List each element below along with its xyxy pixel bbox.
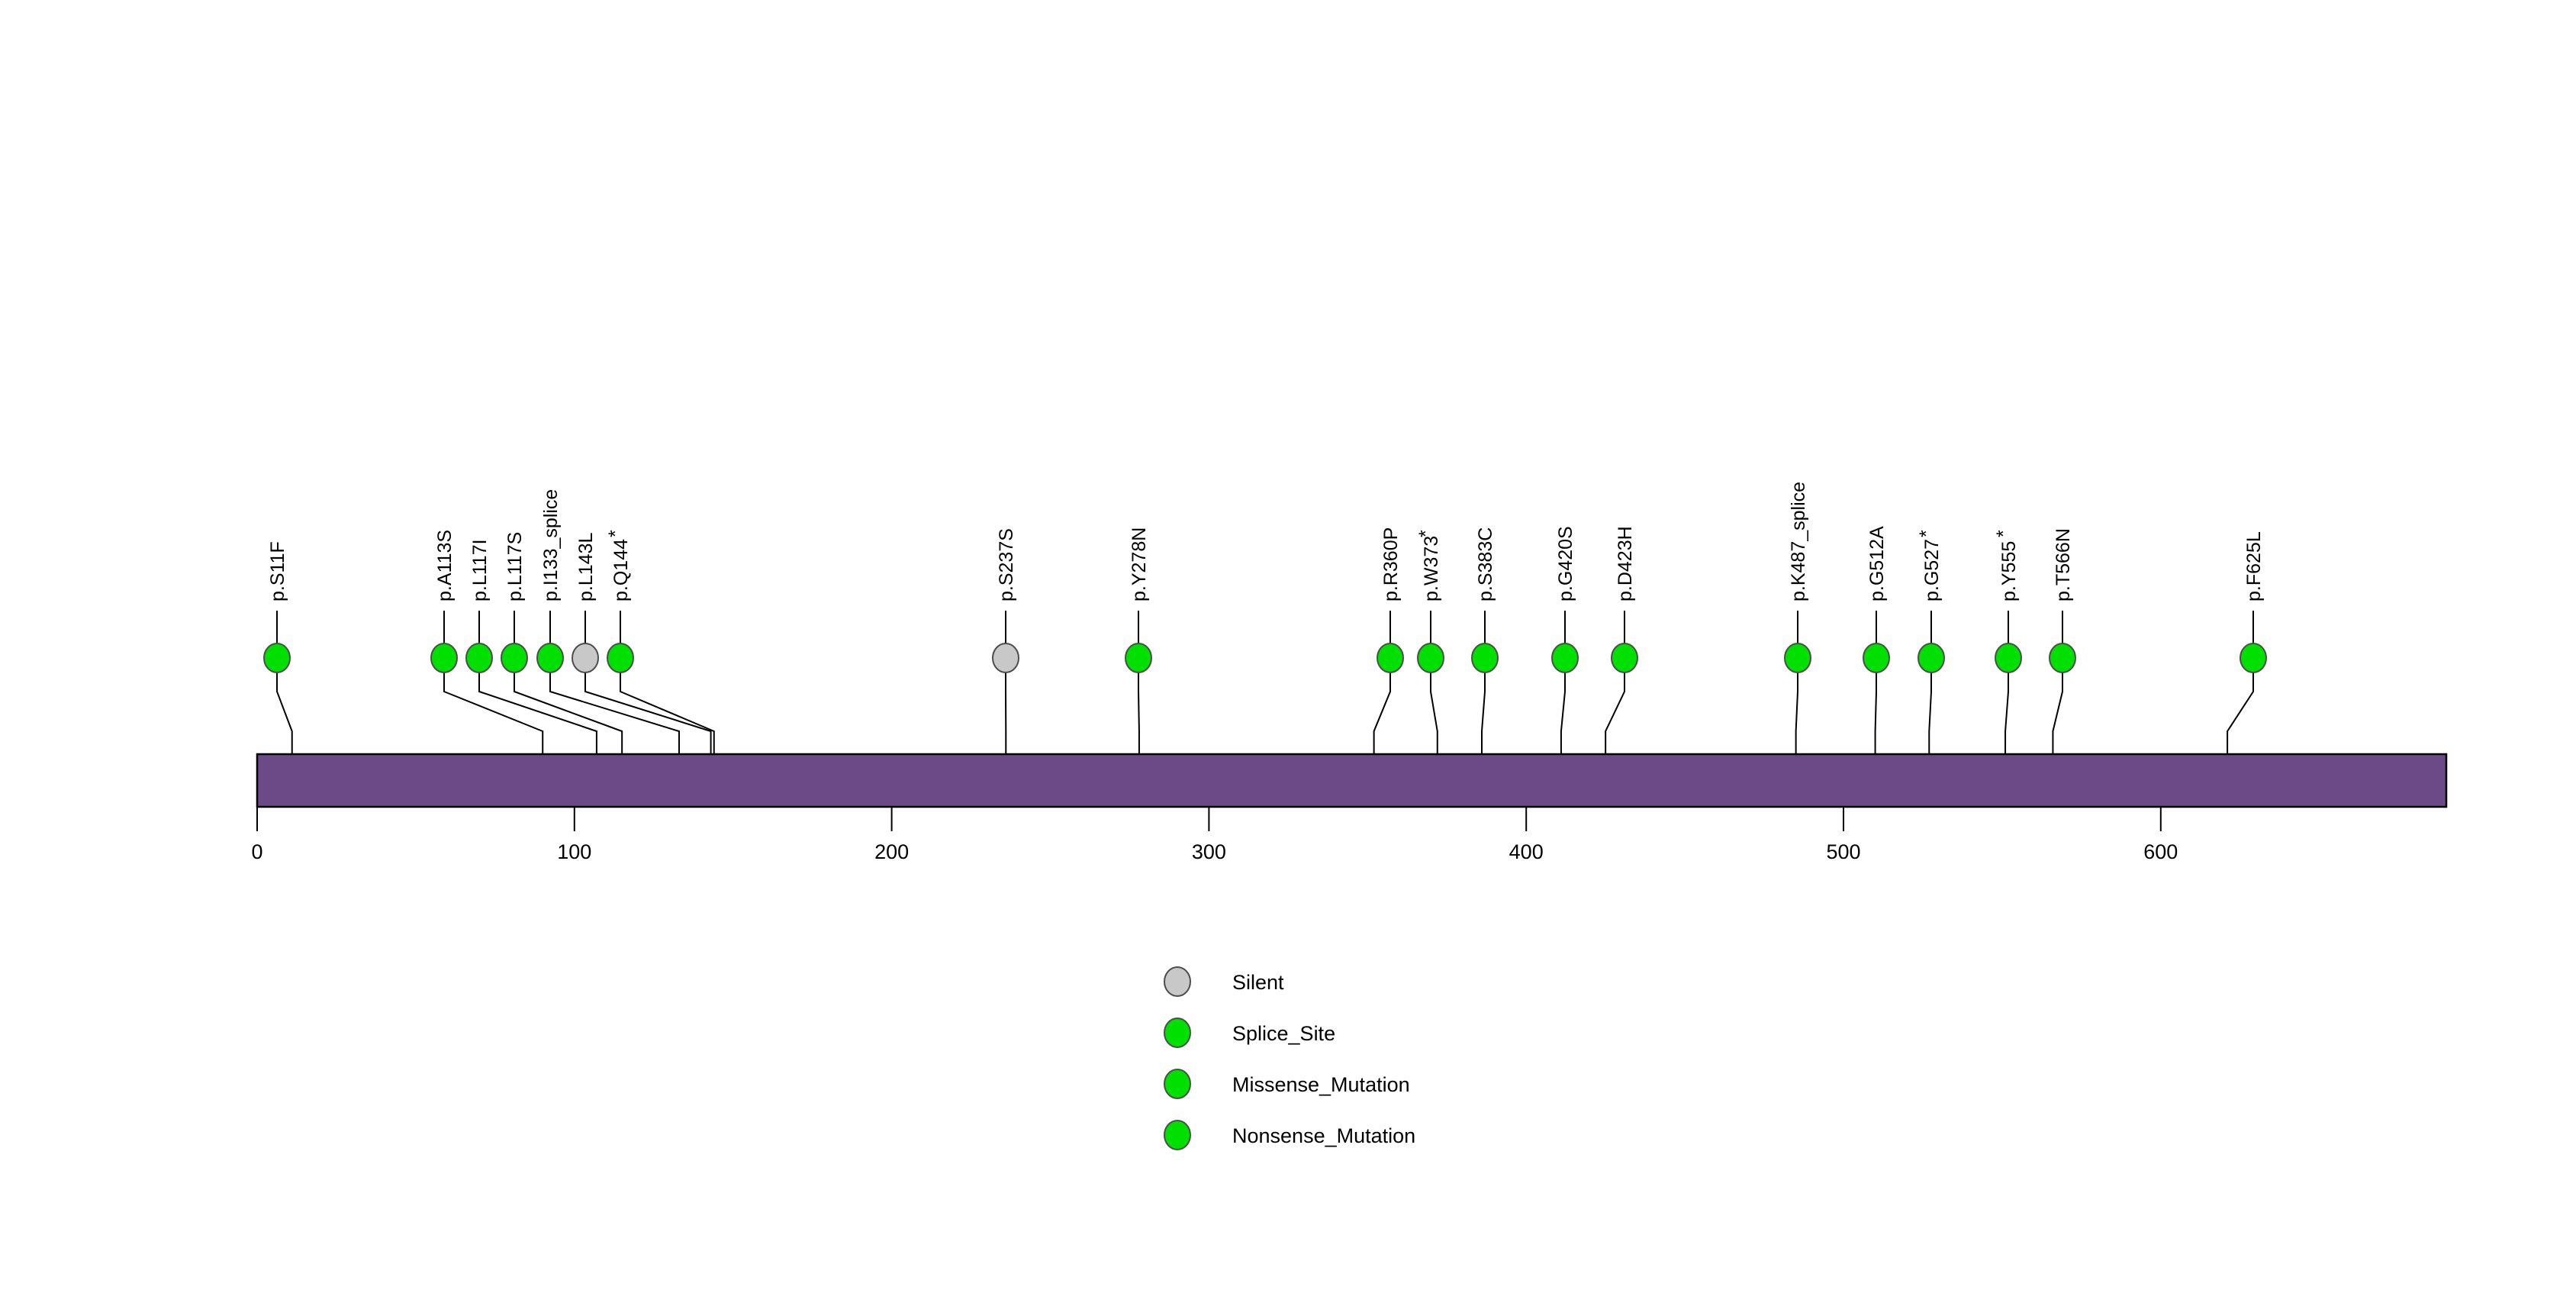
legend-label: Nonsense_Mutation [1232,1124,1415,1147]
x-axis-tick-label: 400 [1509,840,1544,863]
legend-layer: SilentSplice_SiteMissense_MutationNonsen… [1164,966,1415,1150]
lollipop-label-star: * [1415,530,1437,537]
lollipop-label-group: p.L143L [575,533,597,601]
x-axis-layer: 0 100 200 300 400 500 600 [251,806,2447,863]
lollipop-label-group: p.I133_splice [540,489,562,601]
lollipop-label: p.I133_splice [540,489,562,601]
lollipop-dot[interactable]: p.L143L — Silent [572,643,599,673]
lollipop-label: p.S383C [1475,527,1496,601]
lollipop-label: p.L143L [575,533,597,601]
lollipop-dot[interactable]: p.T566N — Missense_Mutation [2049,643,2076,673]
lollipop-dot[interactable]: p.F625L — Missense_Mutation [2240,643,2267,673]
lollipop-label: p.F625L [2243,531,2265,601]
lollipop-label: p.G512A [1866,526,1888,601]
lollipop-dot[interactable]: p.G527* — Nonsense_Mutation [1918,643,1945,673]
lollipop-label-group: p.S383C [1475,527,1496,601]
lollipop-label: p.Q144 [610,539,632,601]
lollipop-dot[interactable]: p.K487_splice — Splice_Site [1784,643,1811,673]
lollipop-dot[interactable]: p.D423H — Missense_Mutation [1611,643,1638,673]
lollipop-label-star: * [1916,530,1937,537]
lollipop-dots-layer: p.S11F — Missense_Mutation p.A113S — Miss… [263,643,2267,673]
lollipop-label: p.D423H [1615,526,1636,601]
legend-swatch[interactable] [1164,1069,1191,1099]
lollipop-dot[interactable]: p.G512A — Missense_Mutation [1863,643,1890,673]
lollipop-label-group: p.Y555 * [1993,530,2020,601]
lollipop-label-group: p.W373* [1415,530,1442,601]
lollipop-label-group: p.G527 * [1916,530,1943,601]
lollipop-label-star: * [605,530,626,537]
lollipop-dot[interactable]: p.W373* — Nonsense_Mutation [1417,643,1444,673]
x-axis-tick-label: 0 [251,840,262,863]
legend-label: Silent [1232,971,1284,994]
lollipop-labels-layer: p.S11F p.A113S p.L117I p.L117S p.I133_splice… [267,482,2265,601]
x-axis-tick-label: 600 [2143,840,2178,863]
lollipop-label: p.T566N [2053,528,2074,601]
lollipop-label-group: p.L117I [469,539,491,601]
lollipop-label-group: p.A113S [434,530,456,601]
lollipop-label: p.Y278N [1129,527,1150,601]
protein-backbone-layer [256,753,2448,808]
lollipop-dot[interactable]: p.R360P — Missense_Mutation [1377,643,1404,673]
lollipop-dot[interactable]: p.Y555* — Nonsense_Mutation [1995,643,2022,673]
lollipop-label: p.Y555 [1998,541,2020,601]
protein-backbone-bar [256,753,2448,808]
lollipop-label-group: p.R360P [1380,527,1402,601]
lollipop-label: p.S11F [267,541,288,601]
lollipop-label: p.G527 [1921,539,1943,601]
lollipop-label: p.L117I [469,539,491,601]
lollipop-dot[interactable]: p.S11F — Missense_Mutation [263,643,291,673]
x-axis-tick-label: 100 [557,840,591,863]
lollipop-dot[interactable]: p.I133_splice — Splice_Site [536,643,564,673]
lollipop-label-group: p.Y278N [1129,527,1150,601]
lollipop-label-group: p.L117S [504,532,526,601]
lollipop-label-group: p.G512A [1866,526,1888,601]
lollipop-label: p.R360P [1380,527,1402,601]
lollipop-label-group: p.K487_splice [1788,482,1809,601]
lollipop-label-group: p.F625L [2243,531,2265,601]
legend-swatch[interactable] [1164,1120,1191,1150]
x-axis-tick-label: 300 [1192,840,1226,863]
lollipop-label-group: p.D423H [1615,526,1636,601]
lollipop-dot[interactable]: p.S383C — Missense_Mutation [1471,643,1499,673]
lollipop-dot[interactable]: p.L117S — Missense_Mutation [501,643,528,673]
lollipop-label-star: * [1993,530,2014,537]
lollipop-label-group: p.T566N [2053,528,2074,601]
lollipop-dot[interactable]: p.Q144* — Nonsense_Mutation [607,643,634,673]
x-axis-tick-label: 500 [1826,840,1860,863]
lollipop-label-group: p.G420S [1555,526,1576,601]
lollipop-label: p.K487_splice [1788,482,1809,601]
legend-swatch[interactable] [1164,966,1191,997]
lollipop-label-group: p.S237S [996,528,1017,601]
lollipop-label: p.W373 [1421,536,1442,601]
lollipop-label: p.A113S [434,530,456,601]
lollipop-label-group: p.Q144 * [605,530,632,601]
lollipop-label-group: p.S11F [267,541,288,601]
lollipop-dot[interactable]: p.S237S — Silent [992,643,1019,673]
lollipop-label: p.S237S [996,528,1017,601]
legend-swatch[interactable] [1164,1017,1191,1048]
lollipop-label: p.G420S [1555,526,1576,601]
lollipop-dot[interactable]: p.A113S — Missense_Mutation [430,643,458,673]
lollipop-label: p.L117S [504,532,526,601]
lollipop-dot[interactable]: p.G420S — Missense_Mutation [1551,643,1579,673]
legend-label: Splice_Site [1232,1022,1335,1045]
lollipop-dot[interactable]: p.Y278N — Missense_Mutation [1125,643,1152,673]
legend-label: Missense_Mutation [1232,1073,1410,1096]
x-axis-tick-label: 200 [874,840,909,863]
lollipop-dot[interactable]: p.L117I — Missense_Mutation [465,643,493,673]
